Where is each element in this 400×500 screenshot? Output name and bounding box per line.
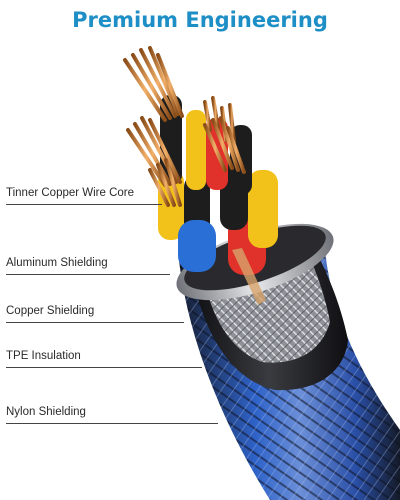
page-title: Premium Engineering — [72, 8, 328, 32]
label-copper-shielding: Copper Shielding — [6, 305, 95, 317]
leader-line-tpe — [6, 367, 202, 368]
leader-line-nylon — [6, 423, 218, 424]
copper-strands — [123, 46, 246, 207]
label-nylon-shielding: Nylon Shielding — [6, 406, 86, 418]
foil-highlight — [232, 248, 266, 305]
leader-line-aluminum — [6, 274, 170, 275]
label-tpe-insulation: TPE Insulation — [6, 350, 81, 362]
leader-line-copper — [6, 322, 184, 323]
label-tinner-copper-wire-core: Tinner Copper Wire Core — [6, 187, 135, 199]
leader-line-core — [6, 204, 162, 205]
label-aluminum-shielding: Aluminum Shielding — [6, 257, 108, 269]
